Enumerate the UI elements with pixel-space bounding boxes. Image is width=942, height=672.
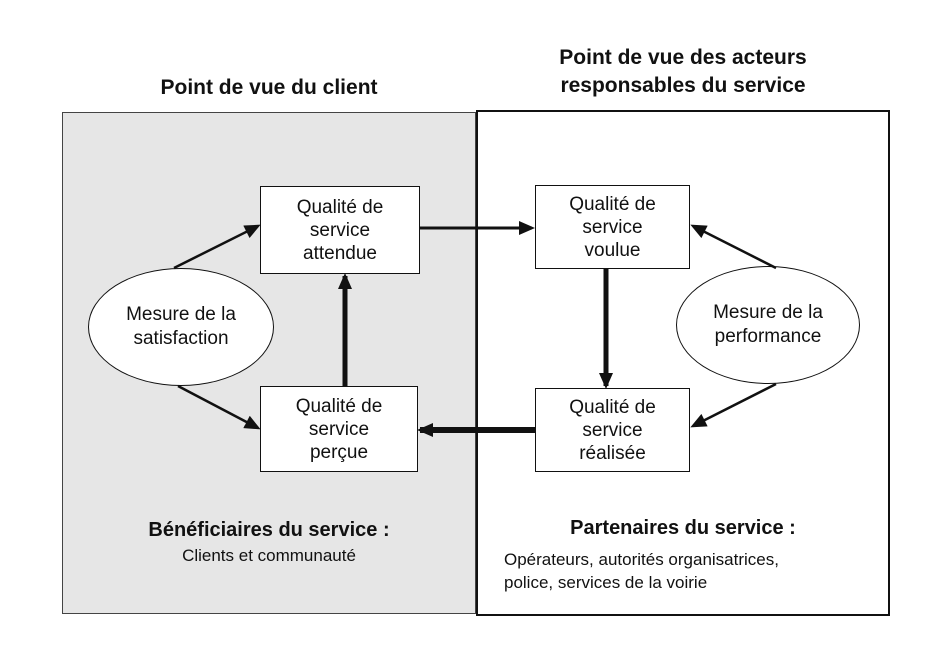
beneficiaires-text: Clients et communauté	[182, 546, 356, 565]
oval-line: performance	[714, 326, 822, 347]
partenaires-line2: police, services de la voirie	[504, 573, 708, 592]
heading-actors: Point de vue des acteurs responsables du…	[476, 44, 890, 100]
box-line: attendue	[303, 242, 377, 264]
box-line: service	[308, 418, 370, 440]
arrow-satisfaction-to-percue	[177, 384, 261, 430]
oval-line: Mesure de la	[713, 302, 823, 323]
arrow-performance-to-voulue	[690, 224, 777, 270]
oval-line: Mesure de la	[126, 304, 236, 325]
partenaires-line1: Opérateurs, autorités organisatrices,	[504, 550, 779, 569]
oval-mesure-satisfaction: Mesure de la satisfaction	[88, 268, 274, 386]
box-line: service	[582, 216, 643, 238]
arrow-satisfaction-to-attendue	[173, 224, 261, 270]
beneficiaires-title: Bénéficiaires du service :	[148, 519, 390, 541]
heading-actors-line1: Point de vue des acteurs	[559, 46, 807, 69]
box-line: service	[309, 219, 371, 241]
box-line: service	[582, 419, 643, 441]
box-line: voulue	[584, 239, 641, 261]
heading-actors-line2: responsables du service	[560, 74, 806, 97]
partenaires-title: Partenaires du service :	[570, 517, 796, 539]
box-line: Qualité de	[569, 396, 656, 418]
box-qualite-voulue: Qualité de service voulue	[535, 185, 690, 269]
oval-mesure-performance: Mesure de la performance	[676, 266, 860, 384]
beneficiaires-block: Bénéficiaires du service : Clients et co…	[62, 519, 476, 567]
box-line: perçue	[309, 441, 369, 463]
box-line: réalisée	[579, 442, 646, 464]
box-line: Qualité de	[569, 193, 656, 215]
oval-line: satisfaction	[133, 328, 229, 349]
box-line: Qualité de	[296, 196, 384, 218]
box-qualite-percue: Qualité de service perçue	[260, 386, 418, 472]
box-line: Qualité de	[295, 395, 383, 417]
partenaires-block: Partenaires du service : Opérateurs, aut…	[476, 517, 890, 594]
heading-client: Point de vue du client	[160, 76, 378, 99]
arrow-performance-to-realisee	[690, 382, 777, 428]
